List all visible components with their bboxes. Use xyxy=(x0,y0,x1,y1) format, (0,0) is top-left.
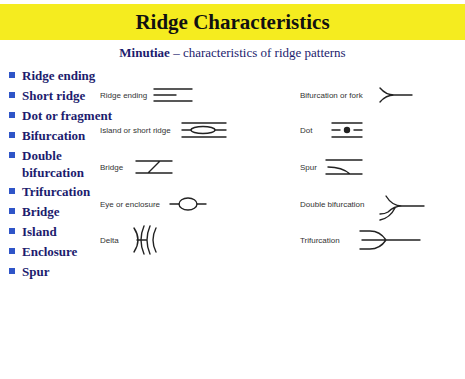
spur-symbol xyxy=(326,160,362,174)
eye-symbol xyxy=(170,198,206,210)
symbol-label: Delta xyxy=(100,236,119,245)
list-item: Short ridge xyxy=(22,87,85,104)
symbol-label: Bridge xyxy=(100,163,123,172)
list-item: Trifurcation xyxy=(22,183,90,200)
list-item: Ridge ending xyxy=(22,67,95,84)
list-item: Island xyxy=(22,223,57,240)
dot-symbol xyxy=(332,123,362,137)
bullet-mark xyxy=(9,268,15,274)
list-item: Bridge xyxy=(22,203,60,220)
subtitle: Minutiae – characteristics of ridge patt… xyxy=(0,45,465,61)
bullet-mark xyxy=(9,152,15,158)
symbol-label: Spur xyxy=(300,163,317,172)
bullet-mark xyxy=(9,248,15,254)
list-item: Spur xyxy=(22,263,49,280)
bullet-mark xyxy=(9,72,15,78)
bifurcation-symbol xyxy=(380,88,412,102)
bullet-mark xyxy=(9,92,15,98)
slide-title: Ridge Characteristics xyxy=(0,10,465,35)
symbol-label: Trifurcation xyxy=(300,236,340,245)
symbol-label: Eye or enclosure xyxy=(100,200,160,209)
bullet-mark xyxy=(9,132,15,138)
trifurcation-symbol xyxy=(360,231,420,249)
double-bifurcation-symbol xyxy=(380,196,424,220)
bullet-mark xyxy=(9,208,15,214)
ridge-ending-symbol xyxy=(154,89,192,101)
symbol-label: Bifurcation or fork xyxy=(300,91,363,100)
symbol-label: Dot xyxy=(300,126,312,135)
list-item: Dot or fragment xyxy=(22,107,112,124)
island-symbol xyxy=(182,123,226,137)
symbol-label: Ridge ending xyxy=(100,91,147,100)
bullet-mark xyxy=(9,228,15,234)
bullet-mark xyxy=(9,188,15,194)
bridge-symbol xyxy=(136,161,172,173)
delta-symbol xyxy=(134,226,156,254)
symbol-label: Island or short ridge xyxy=(100,126,171,135)
bullet-mark xyxy=(9,112,15,118)
subtitle-text: – characteristics of ridge patterns xyxy=(173,45,346,60)
symbol-label: Double bifurcation xyxy=(300,200,364,209)
subtitle-term: Minutiae xyxy=(119,45,170,60)
list-item: Double bifurcation xyxy=(22,147,102,181)
list-item: Bifurcation xyxy=(22,127,85,144)
list-item: Enclosure xyxy=(22,243,77,260)
